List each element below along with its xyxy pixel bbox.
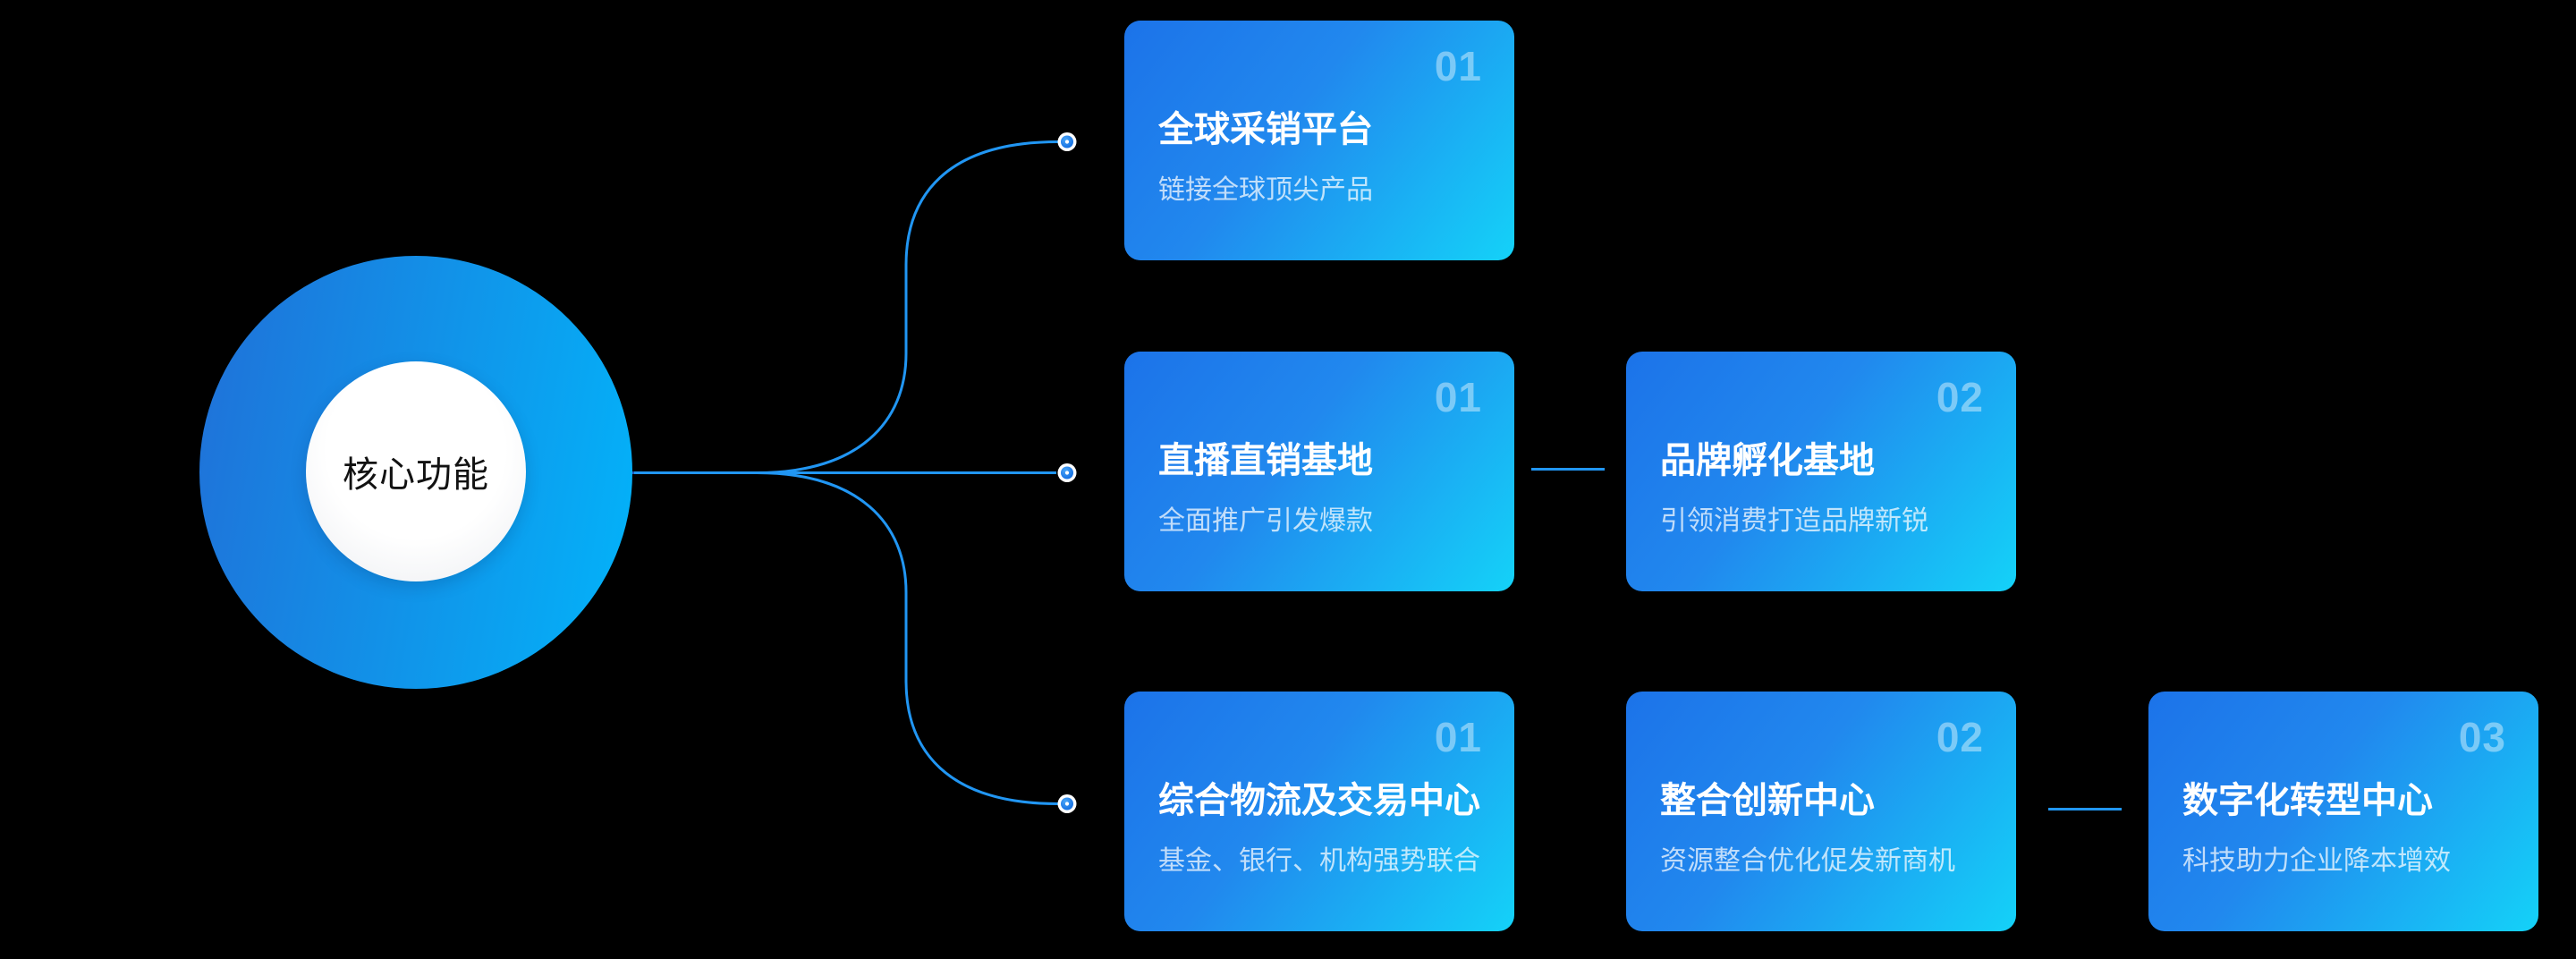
card-global-procurement: 01 全球采销平台 链接全球顶尖产品 bbox=[1124, 21, 1514, 260]
card-number: 02 bbox=[1936, 714, 1984, 760]
node-branch-top bbox=[1057, 132, 1077, 151]
card-subtitle: 基金、银行、机构强势联合 bbox=[1158, 846, 1480, 876]
card-title: 综合物流及交易中心 bbox=[1158, 781, 1480, 820]
card-title: 品牌孵化基地 bbox=[1660, 441, 1875, 480]
branch-line-bottom bbox=[756, 471, 1059, 805]
card-subtitle: 全面推广引发爆款 bbox=[1158, 506, 1373, 536]
card-subtitle: 链接全球顶尖产品 bbox=[1158, 175, 1373, 205]
card-title: 直播直销基地 bbox=[1158, 441, 1373, 480]
node-branch-bottom bbox=[1057, 794, 1077, 813]
core-circle-inner: 核心功能 bbox=[306, 361, 526, 581]
card-integration-innovation-center: 02 整合创新中心 资源整合优化促发新商机 bbox=[1626, 692, 2016, 931]
card-brand-incubation: 02 品牌孵化基地 引领消费打造品牌新锐 bbox=[1626, 352, 2016, 591]
core-label: 核心功能 bbox=[343, 455, 489, 495]
card-title: 整合创新中心 bbox=[1660, 781, 1875, 820]
card-title: 数字化转型中心 bbox=[2182, 781, 2433, 820]
card-subtitle: 引领消费打造品牌新锐 bbox=[1660, 506, 1928, 536]
card-number: 03 bbox=[2458, 714, 2506, 760]
card-subtitle: 科技助力企业降本增效 bbox=[2182, 846, 2451, 876]
card-title: 全球采销平台 bbox=[1158, 110, 1373, 149]
core-circle: 核心功能 bbox=[199, 256, 632, 689]
card-number: 01 bbox=[1434, 714, 1482, 760]
node-branch-middle bbox=[1057, 463, 1077, 482]
card-logistics-trade-center: 01 综合物流及交易中心 基金、银行、机构强势联合 bbox=[1124, 692, 1514, 931]
card-digital-transformation-center: 03 数字化转型中心 科技助力企业降本增效 bbox=[2148, 692, 2538, 931]
card-subtitle: 资源整合优化促发新商机 bbox=[1660, 846, 1955, 876]
card-number: 02 bbox=[1936, 374, 1984, 420]
card-number: 01 bbox=[1434, 43, 1482, 89]
branch-line-top bbox=[756, 140, 1059, 474]
card-number: 01 bbox=[1434, 374, 1482, 420]
card-livestream-base: 01 直播直销基地 全面推广引发爆款 bbox=[1124, 352, 1514, 591]
